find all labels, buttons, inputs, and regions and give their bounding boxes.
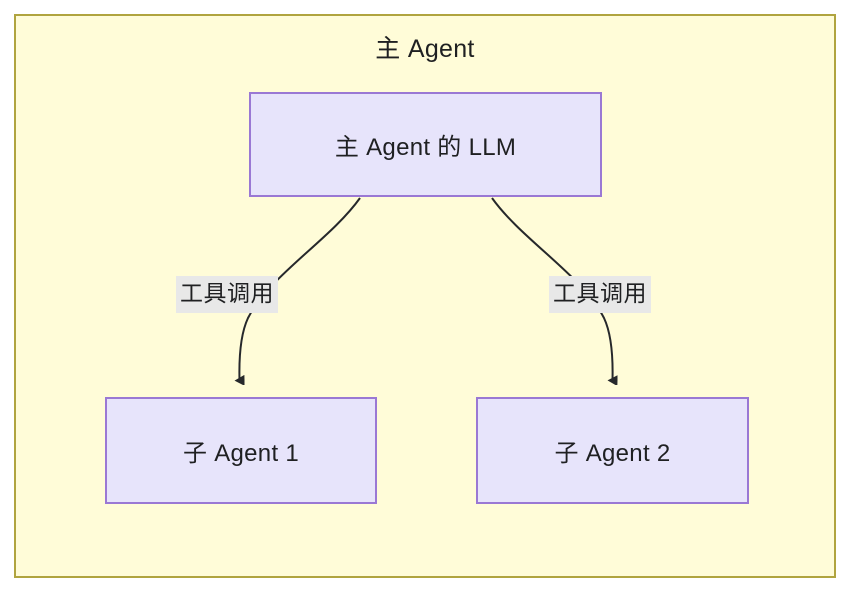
node-main-agent-llm-label: 主 Agent 的 LLM <box>334 134 517 161</box>
node-main-agent-llm[interactable]: 主 Agent 的 LLM <box>249 92 602 197</box>
edge-label-tool-call-right: 工具调用 <box>549 276 651 313</box>
node-sub-agent-1-label: 子 Agent 1 <box>182 440 300 467</box>
edge-label-tool-call-left: 工具调用 <box>176 276 278 313</box>
subgraph-title: 主 Agent <box>375 35 475 63</box>
node-sub-agent-2[interactable]: 子 Agent 2 <box>476 397 749 504</box>
node-sub-agent-2-label: 子 Agent 2 <box>554 440 671 467</box>
node-sub-agent-1[interactable]: 子 Agent 1 <box>105 397 377 504</box>
